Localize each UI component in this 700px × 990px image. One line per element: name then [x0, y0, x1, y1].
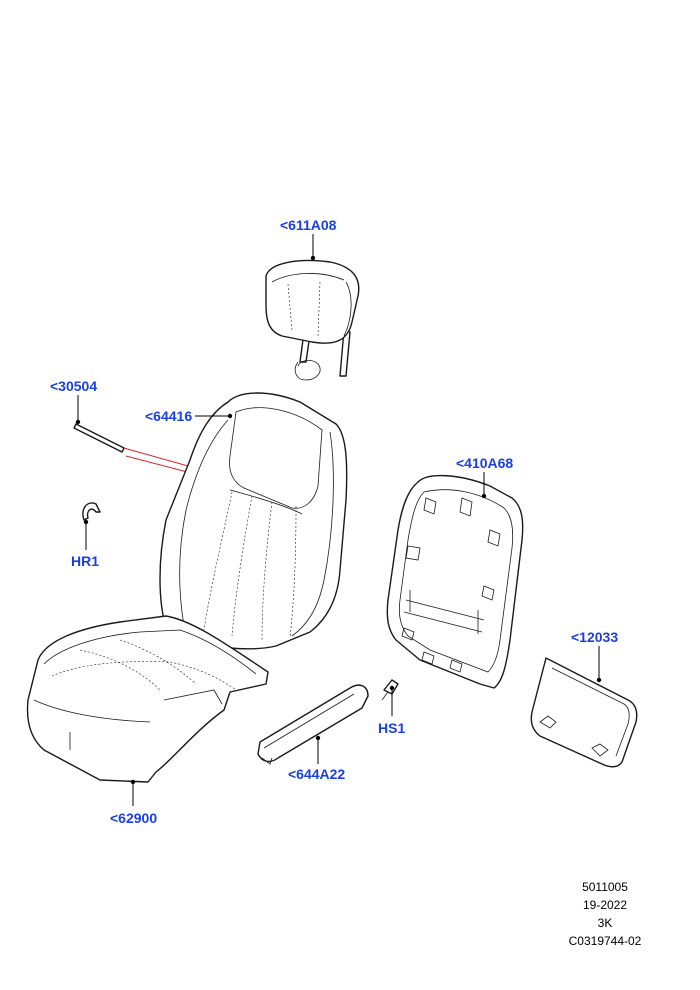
cushion-cover-callout: <62900: [110, 779, 157, 826]
map-pocket-callout: <12033: [571, 629, 618, 683]
callout-hs1: HS1: [378, 720, 405, 736]
reference-number: 5011005: [582, 880, 628, 894]
map-pocket-part: [530, 657, 638, 768]
headrest-part: [265, 259, 360, 381]
trim-strip-callout: <30504: [50, 378, 97, 425]
trim-strip-part: [73, 423, 125, 453]
side-trim-callout: <644A22: [288, 735, 345, 782]
callout-410a68: <410A68: [456, 455, 513, 471]
callout-64416: <64416: [145, 408, 192, 424]
callout-12033: <12033: [571, 629, 618, 645]
back-panel-part: [386, 474, 524, 689]
hr1-part: [82, 502, 101, 521]
callout-62900: <62900: [110, 810, 157, 826]
hr1-callout: HR1: [71, 519, 99, 569]
callout-644a22: <644A22: [288, 766, 345, 782]
callout-611a08: <611A08: [280, 217, 337, 233]
headrest-callout: <611A08: [280, 217, 337, 261]
hs1-part: [381, 679, 399, 701]
backrest-cover-part: [159, 392, 348, 650]
back-panel-callout: <410A68: [456, 455, 513, 499]
callout-30504: <30504: [50, 378, 97, 394]
cushion-cover-part: [26, 615, 269, 783]
hs1-callout: HS1: [378, 685, 405, 736]
side-trim-part: [257, 684, 369, 765]
backrest-cover-callout: <64416: [145, 408, 233, 424]
drawing-reference-block: 5011005 19-2022 3K C0319744-02: [540, 878, 670, 950]
illustration-id: C0319744-02: [568, 934, 642, 948]
date-code: 19-2022: [582, 898, 628, 912]
callout-hr1: HR1: [71, 553, 99, 569]
revision-code: 3K: [597, 916, 613, 930]
